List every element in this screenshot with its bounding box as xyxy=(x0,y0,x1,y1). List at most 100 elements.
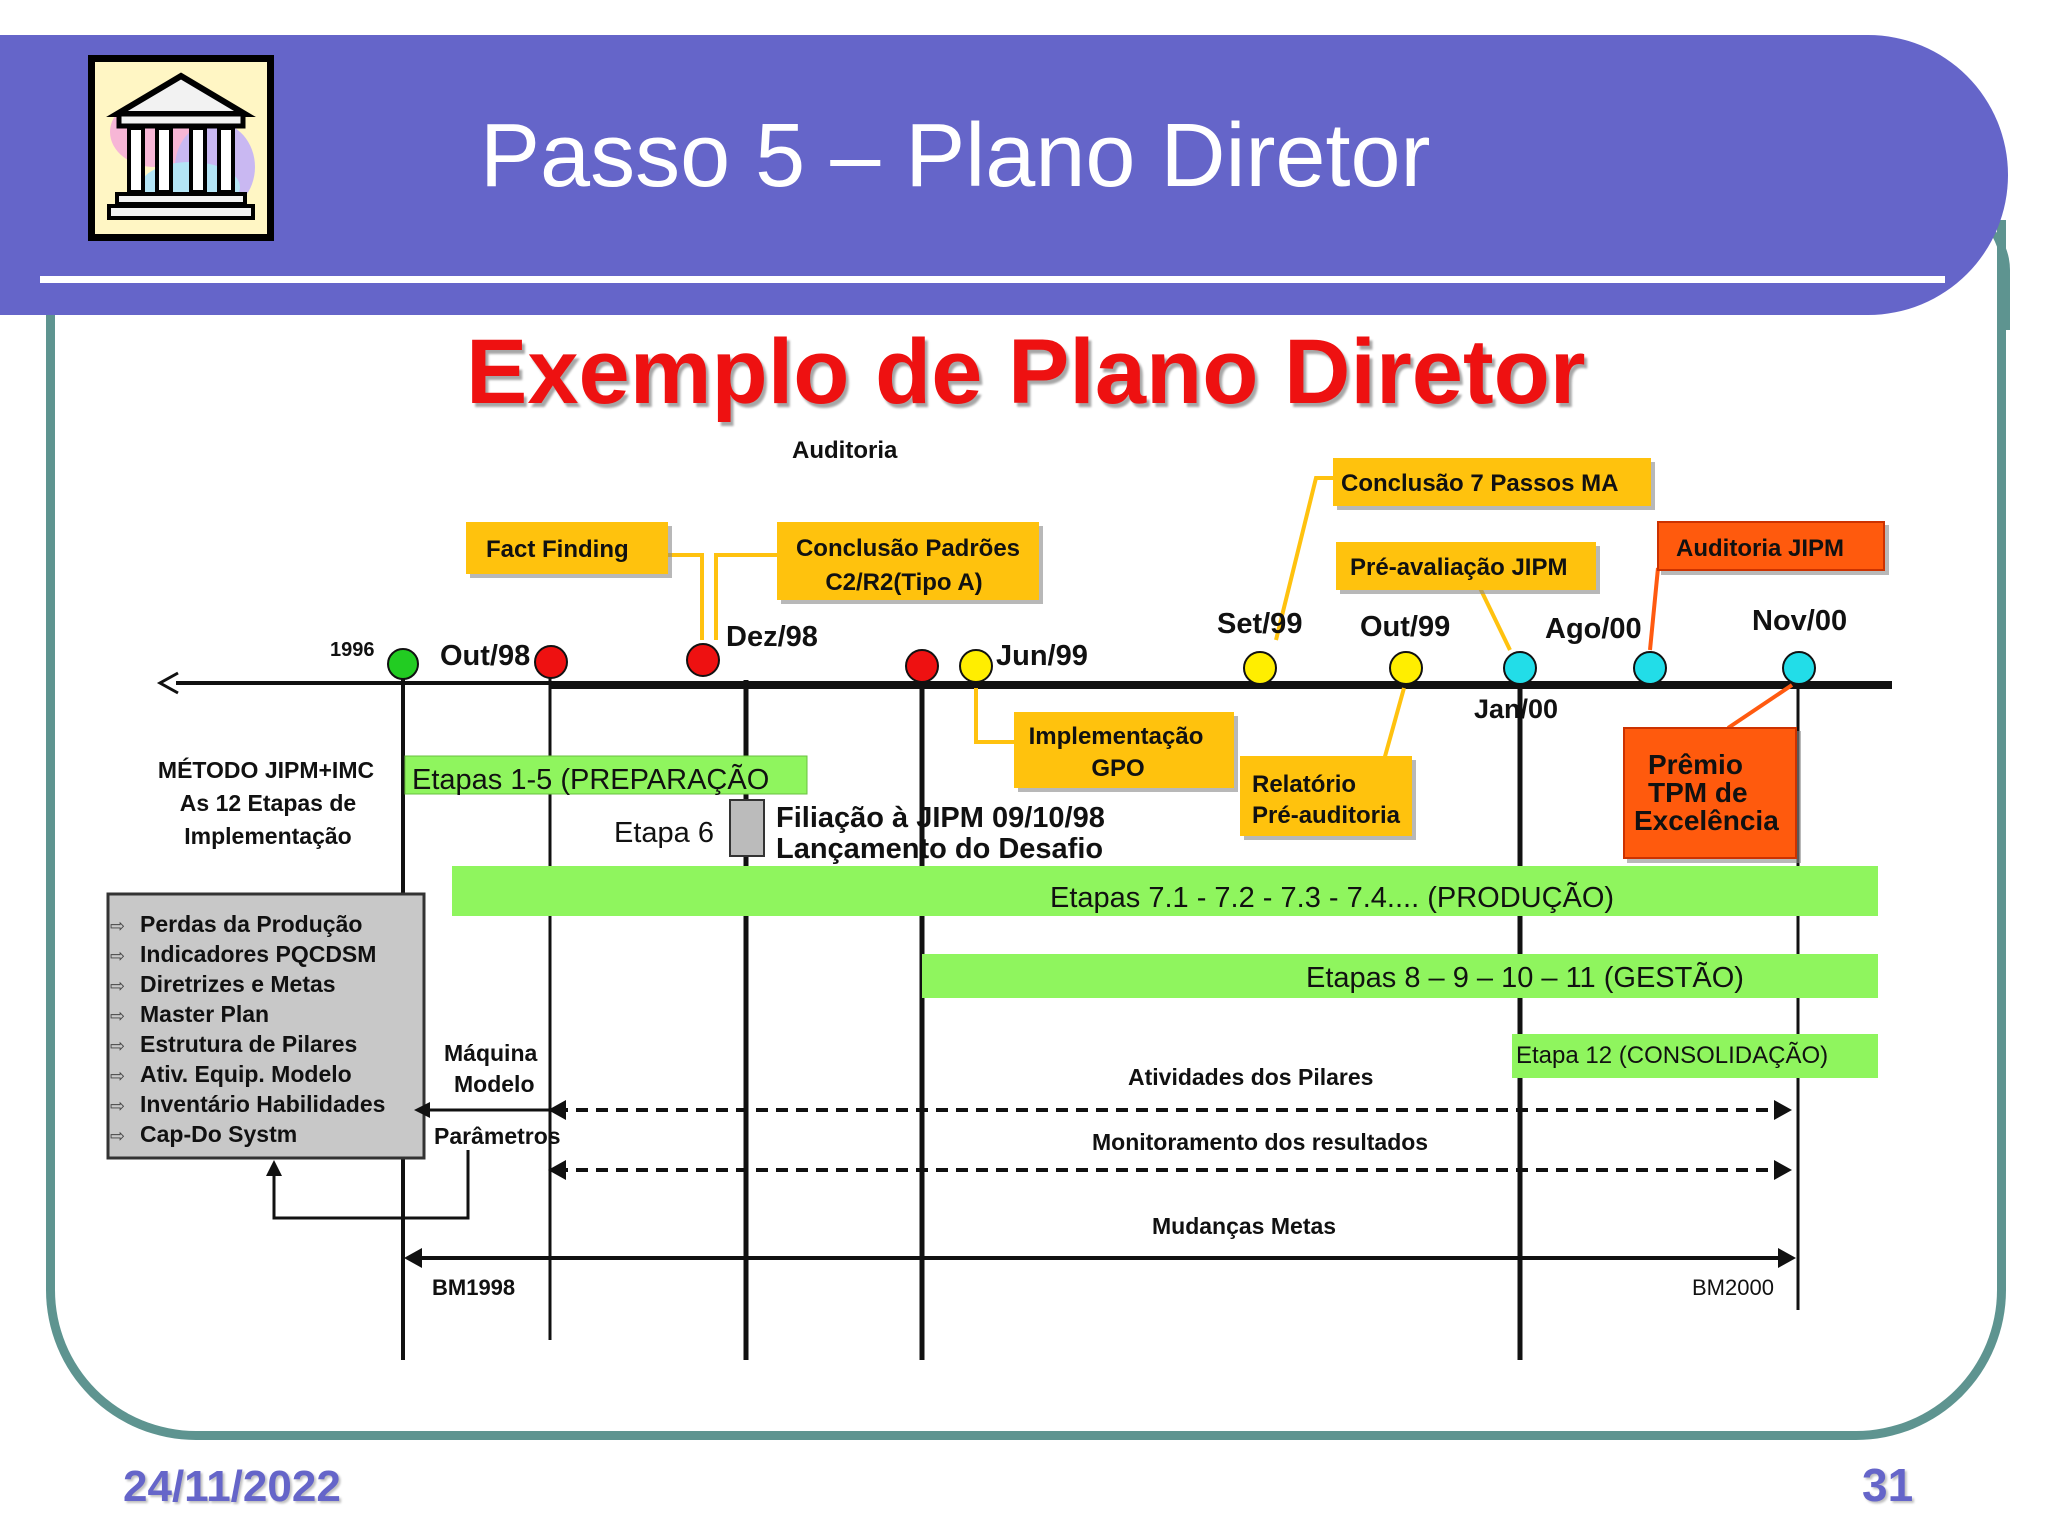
passos-box xyxy=(1333,458,1651,506)
atividades-label: Atividades dos Pilares xyxy=(1128,1064,1373,1090)
list-item: Diretrizes e Metas xyxy=(140,971,336,997)
list-item: Inventário Habilidades xyxy=(140,1091,385,1117)
list-item: Estrutura de Pilares xyxy=(140,1031,357,1057)
metodo-line-3: Implementação xyxy=(184,823,351,849)
slide-frame xyxy=(46,220,2006,1440)
connector-pre-avaliacao xyxy=(1478,587,1512,651)
padroes-line-2: C2/R2(Tipo A) xyxy=(825,569,982,596)
marker-out98 xyxy=(534,645,568,679)
steps-list: ⇨Perdas da Produção⇨Indicadores PQCDSM⇨D… xyxy=(110,911,385,1147)
padroes-box xyxy=(777,522,1039,600)
connector-auditoria-jipm xyxy=(1648,567,1660,651)
connector-premio xyxy=(1726,683,1794,730)
marker-jan00 xyxy=(1503,651,1537,685)
marker-ago00 xyxy=(1633,651,1667,685)
list-item: Master Plan xyxy=(140,1001,269,1027)
header-divider xyxy=(40,276,1945,283)
date-jun99: Jun/99 xyxy=(996,640,1088,672)
marker-nov00 xyxy=(1782,651,1816,685)
date-nov00: Nov/00 xyxy=(1752,605,1847,637)
gpo-line-1: Implementação xyxy=(1029,723,1204,750)
etapas-8-bar xyxy=(922,954,1878,998)
bm1998-label: BM1998 xyxy=(432,1275,515,1300)
logo xyxy=(88,55,274,241)
marker-set99 xyxy=(1243,651,1277,685)
list-bullet-icon: ⇨ xyxy=(110,1006,125,1027)
etapas-7-label: Etapas 7.1 - 7.2 - 7.3 - 7.4.... (PRODUÇ… xyxy=(1050,880,1614,914)
premio-line-1: Prêmio xyxy=(1648,749,1743,780)
passos-label: Conclusão 7 Passos MA xyxy=(1341,470,1618,497)
footer-date: 24/11/2022 xyxy=(123,1462,341,1511)
timeline-arrow xyxy=(156,671,179,695)
marker-padroes xyxy=(686,643,720,677)
parametros-arrowhead xyxy=(414,1102,430,1118)
list-bullet-icon: ⇨ xyxy=(110,946,125,967)
mudancas-arrowtail xyxy=(404,1248,422,1268)
monitoramento-label: Monitoramento dos resultados xyxy=(1092,1129,1428,1155)
gpo-line-2: GPO xyxy=(1091,755,1144,782)
list-bullet-icon: ⇨ xyxy=(110,1066,125,1087)
atividades-arrowtail xyxy=(548,1100,566,1120)
list-bullet-icon: ⇨ xyxy=(110,1126,125,1147)
list-bullet-icon: ⇨ xyxy=(110,1036,125,1057)
diagram-title: Exemplo de Plano Diretor xyxy=(466,321,1586,423)
pre-avaliacao-label: Pré-avaliação JIPM xyxy=(1350,554,1567,581)
gpo-box xyxy=(1014,712,1234,788)
etapa-12-bar xyxy=(1512,1034,1878,1078)
monitoramento-arrowhead xyxy=(1774,1160,1792,1180)
etapas-1-5-bar xyxy=(404,755,808,795)
list-item: Cap-Do Systm xyxy=(140,1121,297,1147)
slide-title: Passo 5 – Plano Diretor xyxy=(480,106,1431,206)
relatorio-line-1: Relatório xyxy=(1252,771,1356,798)
metodo-line-2: As 12 Etapas de xyxy=(180,790,356,816)
marker-jun99 xyxy=(959,649,993,683)
marker-1996 xyxy=(387,648,419,680)
date-set99: Set/99 xyxy=(1217,608,1302,640)
premio-line-3: Excelência xyxy=(1634,805,1779,836)
list-bullet-icon: ⇨ xyxy=(110,976,125,997)
fact-finding-box xyxy=(466,522,668,574)
filiacao-line-2: Lançamento do Desafio xyxy=(776,833,1103,865)
bm2000-label: BM2000 xyxy=(1692,1275,1774,1300)
date-out98: Out/98 xyxy=(440,640,530,672)
date-out99: Out/99 xyxy=(1360,611,1450,643)
auditoria-label: Auditoria xyxy=(792,437,898,464)
atividades-arrowhead xyxy=(1774,1100,1792,1120)
feedback-loop xyxy=(272,1150,470,1220)
building-icon xyxy=(95,62,267,234)
connector-relatorio xyxy=(1382,687,1406,761)
list-bullet-icon: ⇨ xyxy=(110,916,125,937)
connector-gpo xyxy=(974,688,1014,744)
marker-dez98 xyxy=(905,649,939,683)
premio-line-2: TPM de xyxy=(1648,777,1748,808)
premio-box xyxy=(1623,727,1797,859)
etapas-7-bar xyxy=(452,866,1878,916)
date-1996: 1996 xyxy=(330,639,375,661)
list-bullet-icon: ⇨ xyxy=(110,1096,125,1117)
slide-frame-corner xyxy=(1950,210,2010,330)
list-item: Indicadores PQCDSM xyxy=(140,941,376,967)
mudancas-arrowhead xyxy=(1778,1248,1796,1268)
etapas-1-5-label: Etapas 1-5 (PREPARAÇÃO xyxy=(412,762,769,796)
etapas-8-label: Etapas 8 – 9 – 10 – 11 (GESTÃO) xyxy=(1306,960,1744,994)
list-item: Ativ. Equip. Modelo xyxy=(140,1061,352,1087)
header-band xyxy=(0,35,2008,315)
parametros-label: Parâmetros xyxy=(434,1123,561,1149)
maquina-line-1: Máquina xyxy=(444,1040,537,1066)
date-jan00: Jan/00 xyxy=(1474,694,1558,724)
pre-avaliacao-box xyxy=(1336,542,1596,590)
marker-out99 xyxy=(1389,651,1423,685)
etapa6-label: Etapa 6 xyxy=(614,817,714,849)
date-dez98: Dez/98 xyxy=(726,621,818,653)
page-number: 31 xyxy=(1862,1459,1914,1511)
relatorio-line-2: Pré-auditoria xyxy=(1252,802,1401,829)
filiacao-line-1: Filiação à JIPM 09/10/98 xyxy=(776,802,1105,834)
steps-list-box xyxy=(106,892,426,1160)
maquina-line-2: Modelo xyxy=(454,1071,535,1097)
date-ago00: Ago/00 xyxy=(1545,613,1642,645)
feedback-arrowhead xyxy=(266,1160,282,1176)
connector-fact-finding xyxy=(668,553,704,640)
monitoramento-arrowtail xyxy=(548,1160,566,1180)
checkered-flag-icon xyxy=(729,799,765,857)
etapa-12-label: Etapa 12 (CONSOLIDAÇÃO) xyxy=(1516,1042,1828,1069)
